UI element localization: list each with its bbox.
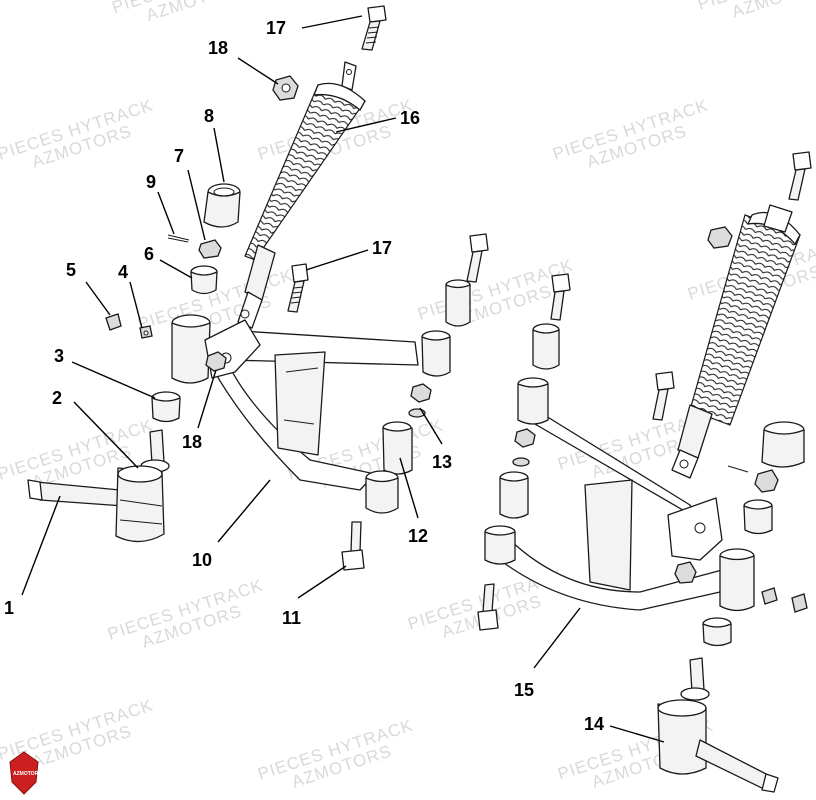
callout-12: 12 bbox=[408, 526, 428, 546]
bushing-2 bbox=[151, 391, 181, 423]
leader-line bbox=[301, 15, 363, 29]
leader-line bbox=[73, 401, 139, 469]
leader-line bbox=[419, 407, 443, 445]
nut-18-arm bbox=[205, 351, 227, 372]
leader-line bbox=[609, 725, 665, 743]
callout-17-top: 17 bbox=[266, 18, 286, 38]
callout-9: 9 bbox=[146, 172, 156, 192]
callout-13: 13 bbox=[432, 452, 452, 472]
leader-line bbox=[159, 259, 193, 279]
shock-absorber-right bbox=[671, 204, 801, 479]
bolt-17-middle bbox=[287, 263, 309, 313]
leader-line bbox=[237, 57, 279, 85]
watermark-text: AZMOTORS bbox=[144, 0, 249, 25]
steering-knuckle-14 bbox=[657, 657, 779, 793]
cotter-pin-9 bbox=[167, 234, 190, 243]
callout-3: 3 bbox=[54, 346, 64, 366]
callout-18-bottom: 18 bbox=[182, 432, 202, 452]
nut-18-top bbox=[272, 75, 299, 101]
leader-line bbox=[533, 607, 581, 669]
leader-line bbox=[85, 281, 111, 316]
watermark-text: AZMOTORS bbox=[729, 0, 816, 22]
callout-15: 15 bbox=[514, 680, 534, 700]
callout-14: 14 bbox=[584, 714, 604, 734]
shock-absorber-left bbox=[237, 61, 366, 329]
leader-line bbox=[21, 495, 61, 596]
azmotors-logo: AZMOTORS bbox=[9, 751, 42, 795]
leader-line bbox=[157, 191, 175, 235]
leader-line bbox=[217, 479, 271, 543]
arm-bushings-left bbox=[365, 279, 471, 514]
bolt-middle-right bbox=[652, 371, 675, 421]
bolt-17-top bbox=[361, 5, 387, 51]
leader-line bbox=[305, 249, 369, 271]
callout-8: 8 bbox=[204, 106, 214, 126]
nut-right bbox=[707, 226, 733, 249]
arm-bushings-right bbox=[477, 273, 697, 631]
callout-6: 6 bbox=[144, 244, 154, 264]
bolt-top-right bbox=[788, 151, 812, 201]
callout-5: 5 bbox=[66, 260, 76, 280]
callout-10: 10 bbox=[192, 550, 212, 570]
callout-7: 7 bbox=[174, 146, 184, 166]
leader-line bbox=[129, 281, 143, 329]
callout-4: 4 bbox=[118, 262, 128, 282]
callout-11: 11 bbox=[282, 608, 301, 628]
bushing-6 bbox=[190, 265, 218, 295]
logo-text: AZMOTORS bbox=[13, 771, 42, 777]
clip-5 bbox=[105, 313, 122, 331]
castle-nut-7 bbox=[198, 239, 222, 259]
grease-fitting-4 bbox=[139, 325, 153, 339]
leader-line bbox=[197, 369, 217, 429]
leader-line bbox=[71, 361, 156, 399]
bushing-3 bbox=[171, 314, 211, 384]
leader-line bbox=[399, 457, 419, 519]
bushing-cap-8 bbox=[203, 183, 241, 228]
leader-line bbox=[335, 117, 397, 133]
callout-18-top: 18 bbox=[208, 38, 228, 58]
callouts: 1 2 3 4 5 6 7 8 9 10 11 12 13 14 15 16 1 bbox=[4, 15, 665, 743]
steering-knuckle-1 bbox=[27, 429, 170, 543]
callout-17-middle: 17 bbox=[372, 238, 392, 258]
callout-1: 1 bbox=[4, 598, 14, 618]
leader-line bbox=[213, 127, 225, 183]
right-small-parts bbox=[702, 421, 808, 647]
leader-line bbox=[297, 565, 347, 599]
leader-line bbox=[187, 169, 206, 241]
callout-16: 16 bbox=[400, 108, 420, 128]
bolt-11 bbox=[341, 521, 365, 571]
bolt-pivot-left bbox=[466, 233, 489, 283]
callout-2: 2 bbox=[52, 388, 62, 408]
